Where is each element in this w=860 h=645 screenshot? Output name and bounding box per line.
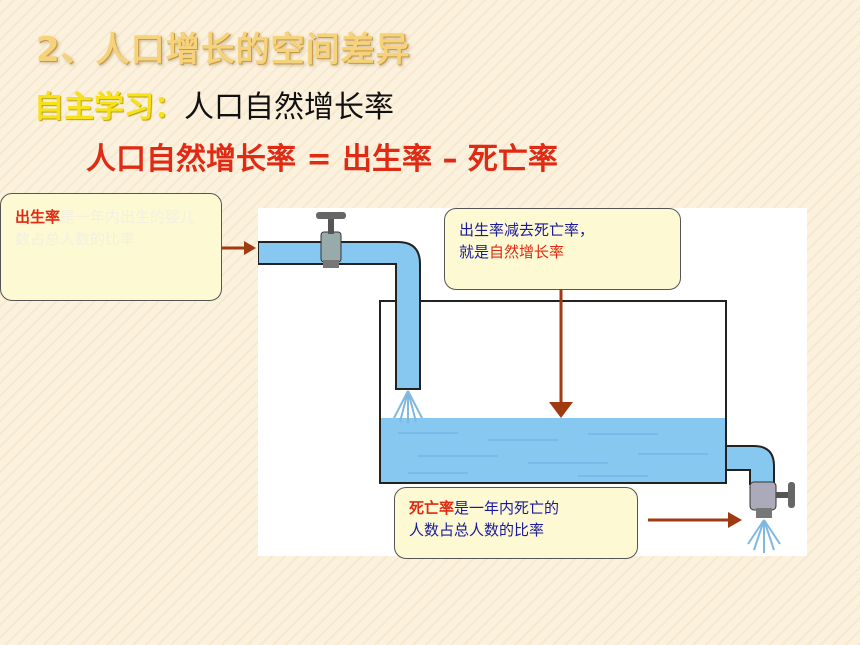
birth-rate-definition: 是一年内出生的婴儿数占总人数的比率 <box>15 208 196 248</box>
tank-water <box>380 418 726 483</box>
inlet-pipe <box>258 241 421 390</box>
natural-growth-term: 自然增长率 <box>489 243 565 261</box>
subtitle-line: 自主学习：人口自然增长率 <box>34 82 394 126</box>
self-study-label: 自主学习： <box>34 90 184 125</box>
death-rate-definition-1: 是一年内死亡的 <box>454 499 560 517</box>
natural-growth-prefix: 就是 <box>459 243 490 261</box>
natural-growth-line1: 出生率减去死亡率， <box>459 221 595 239</box>
net-arrow-head <box>549 402 573 418</box>
outlet-pipe <box>725 445 775 485</box>
death-arrow-icon <box>648 512 742 528</box>
topic-text: 人口自然增长率 <box>184 90 394 125</box>
outlet-faucet-icon <box>749 481 795 518</box>
tank-outline <box>379 300 727 484</box>
birth-arrow-icon <box>218 241 256 255</box>
death-rate-definition-2: 人数占总人数的比率 <box>409 521 545 539</box>
death-rate-term: 死亡率 <box>409 499 455 517</box>
outlet-spray <box>747 519 781 553</box>
water-ripples <box>398 432 708 477</box>
inlet-faucet-icon <box>316 212 346 268</box>
formula: 人口自然增长率 = 出生率 – 死亡率 <box>86 142 558 177</box>
slide-title: 2、人口增长的空间差异 <box>36 30 411 70</box>
birth-rate-box: 出生率是一年内出生的婴儿数占总人数的比率 <box>0 193 222 301</box>
tank-illustration <box>258 212 795 553</box>
birth-rate-term: 出生率 <box>15 208 61 226</box>
natural-growth-box: 出生率减去死亡率， 就是自然增长率 <box>444 208 681 290</box>
inlet-spray <box>393 390 423 424</box>
death-rate-box: 死亡率是一年内死亡的 人数占总人数的比率 <box>394 487 638 559</box>
